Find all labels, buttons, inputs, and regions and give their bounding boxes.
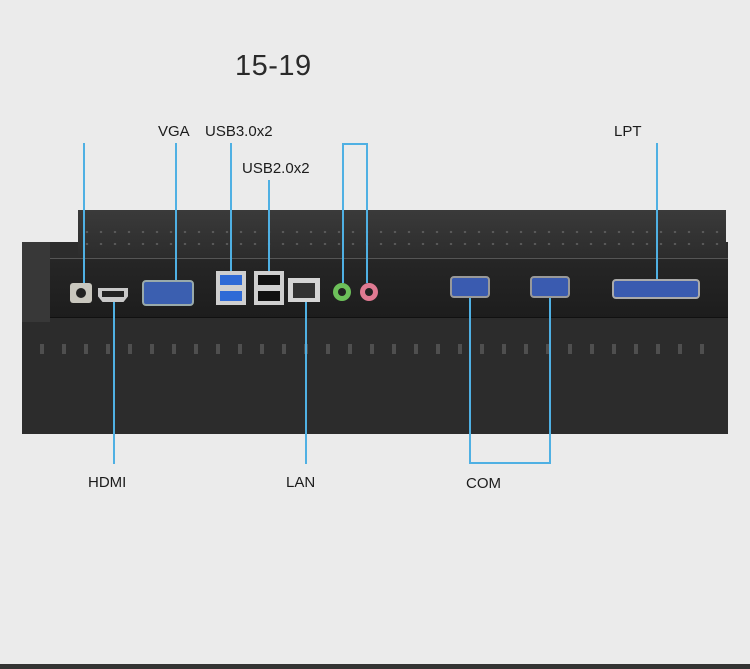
com-label: COM <box>466 475 501 492</box>
audio-leader-bracket <box>342 143 368 145</box>
com-leader-line <box>469 298 471 464</box>
audio-port-icon <box>360 283 378 301</box>
side-vents <box>40 344 720 354</box>
com-leader-line <box>549 298 551 464</box>
device-bevel <box>22 242 50 322</box>
vga-leader-line <box>175 143 177 280</box>
dc-leader-line <box>83 143 85 283</box>
com-port-icon <box>530 276 570 298</box>
usb3-label: USB3.0x2 <box>205 123 273 140</box>
audio-leader-line <box>342 143 344 283</box>
vent-holes <box>80 226 720 250</box>
vga-port-icon <box>142 280 194 306</box>
lpt-leader-line <box>656 143 658 279</box>
usb2-label: USB2.0x2 <box>242 160 310 177</box>
hdmi-label: HDMI <box>88 474 127 491</box>
com-port-icon <box>450 276 490 298</box>
lan-label: LAN <box>286 474 316 491</box>
audio-leader-line <box>366 143 368 283</box>
size-range-title: 15-19 <box>235 50 312 82</box>
com-leader-bracket <box>469 462 551 464</box>
bottom-border <box>0 664 750 669</box>
usb2-port-icon <box>254 271 284 305</box>
audio-port-icon <box>333 283 351 301</box>
lan-leader-line <box>305 302 307 464</box>
usb3-port-icon <box>216 271 246 305</box>
hdmi-leader-line <box>113 302 115 464</box>
usb2-leader-line <box>268 180 270 271</box>
usb3-leader-line <box>230 143 232 271</box>
vga-label: VGA <box>158 123 190 140</box>
lpt-label: LPT <box>614 123 642 140</box>
hdmi-port-icon <box>98 288 128 302</box>
lan-port-icon <box>288 278 320 302</box>
lpt-port-icon <box>612 279 700 299</box>
dc-jack-icon <box>70 283 92 303</box>
